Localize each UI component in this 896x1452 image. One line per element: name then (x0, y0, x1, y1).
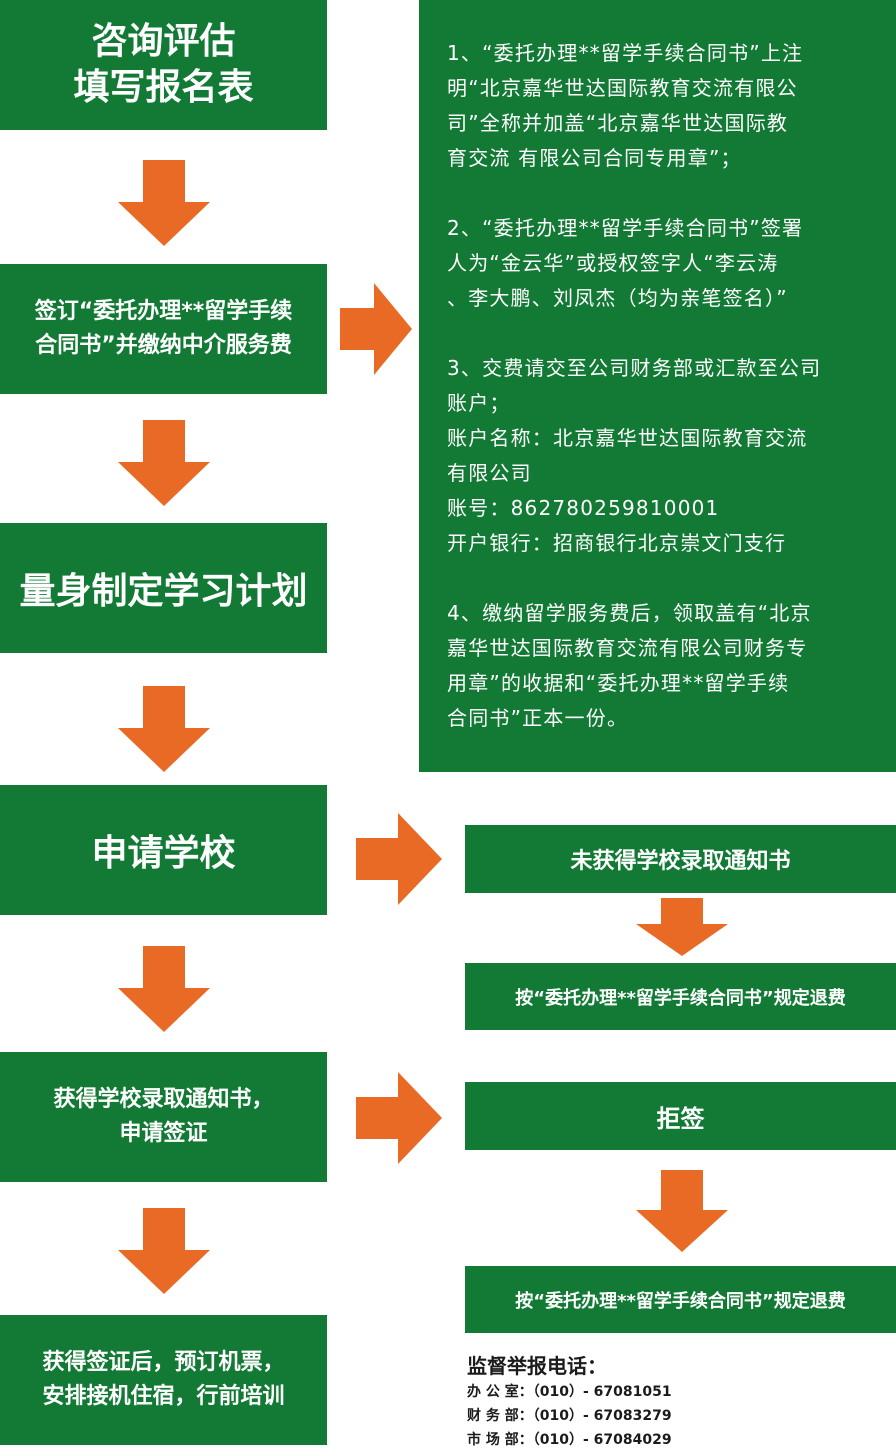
note-line: 明“北京嘉华世达国际教育交流有限公 (447, 76, 798, 100)
down-arrow-icon (636, 898, 728, 956)
note-item: 4、缴纳留学服务费后，领取盖有“北京 嘉华世达国际教育交流有限公司财务专 用章”… (447, 596, 868, 736)
contact-row: 市 场 部：（010）- 67084029 (467, 1428, 672, 1452)
step-visa-departure: 获得签证后，预订机票， 安排接机住宿，行前培训 (0, 1315, 327, 1445)
note-line: 司”全称并加盖“北京嘉华世达国际教 (447, 111, 789, 135)
note-item: 1、“委托办理**留学手续合同书”上注 明“北京嘉华世达国际教育交流有限公 司”… (447, 36, 868, 176)
note-line: 账号：862780259810001 (447, 496, 720, 520)
branch-refund-refused: 按“委托办理**留学手续合同书”规定退费 (465, 1266, 896, 1333)
contact-label: 市 场 部： (467, 1432, 533, 1448)
note-line: 人为“金云华”或授权签字人“李云涛 (447, 251, 779, 275)
contact-block: 监督举报电话： 办 公 室：（010）- 67081051 财 务 部：（010… (467, 1352, 672, 1452)
contact-phone: （010）- 67084029 (532, 1432, 672, 1448)
note-line: 育交流 有限公司合同专用章”； (447, 146, 742, 170)
note-line: 1、“委托办理**留学手续合同书”上注 (447, 41, 804, 65)
contact-label: 财 务 部： (467, 1408, 533, 1424)
branch-visa-refused: 拒签 (465, 1082, 896, 1150)
right-arrow-icon (356, 813, 442, 905)
step-consult: 咨询评估 填写报名表 (0, 0, 327, 130)
contact-phone: （010）- 67081051 (532, 1384, 672, 1400)
contact-phone: （010）- 67083279 (532, 1408, 672, 1424)
down-arrow-icon (118, 160, 210, 246)
contract-notes-panel: 1、“委托办理**留学手续合同书”上注 明“北京嘉华世达国际教育交流有限公 司”… (419, 0, 896, 772)
branch-refund-no-offer: 按“委托办理**留学手续合同书”规定退费 (465, 963, 896, 1030)
note-line: 合同书”正本一份。 (447, 706, 629, 730)
step-study-plan: 量身制定学习计划 (0, 523, 327, 653)
down-arrow-icon (118, 946, 210, 1032)
note-line: 开户银行：招商银行北京崇文门支行 (447, 531, 787, 555)
note-line: 账户名称：北京嘉华世达国际教育交流 (447, 426, 808, 450)
step-sign-contract: 签订“委托办理**留学手续 合同书”并缴纳中介服务费 (0, 264, 327, 394)
down-arrow-icon (636, 1170, 728, 1252)
down-arrow-icon (118, 420, 210, 506)
contact-label: 办 公 室： (467, 1384, 533, 1400)
contact-row: 财 务 部：（010）- 67083279 (467, 1404, 672, 1428)
right-arrow-icon (340, 283, 412, 375)
step-apply-school: 申请学校 (0, 785, 327, 915)
note-line: 4、缴纳留学服务费后，领取盖有“北京 (447, 601, 812, 625)
note-item: 3、交费请交至公司财务部或汇款至公司 账户； 账户名称：北京嘉华世达国际教育交流… (447, 351, 868, 561)
down-arrow-icon (118, 686, 210, 772)
note-line: 用章”的收据和“委托办理**留学手续 (447, 671, 790, 695)
note-item: 2、“委托办理**留学手续合同书”签署 人为“金云华”或授权签字人“李云涛 、李… (447, 211, 868, 316)
note-line: 3、交费请交至公司财务部或汇款至公司 (447, 356, 822, 380)
note-line: 2、“委托办理**留学手续合同书”签署 (447, 216, 804, 240)
down-arrow-icon (118, 1208, 210, 1294)
note-line: 、李大鹏、刘凤杰（均为亲笔签名）” (447, 286, 788, 310)
note-line: 嘉华世达国际教育交流有限公司财务专 (447, 636, 808, 660)
step-offer-visa: 获得学校录取通知书， 申请签证 (0, 1052, 327, 1182)
contact-title: 监督举报电话： (467, 1354, 607, 1378)
right-arrow-icon (356, 1072, 442, 1164)
note-line: 有限公司 (447, 461, 532, 485)
branch-no-offer: 未获得学校录取通知书 (465, 825, 896, 893)
contact-row: 办 公 室：（010）- 67081051 (467, 1380, 672, 1404)
note-line: 账户； (447, 391, 511, 415)
